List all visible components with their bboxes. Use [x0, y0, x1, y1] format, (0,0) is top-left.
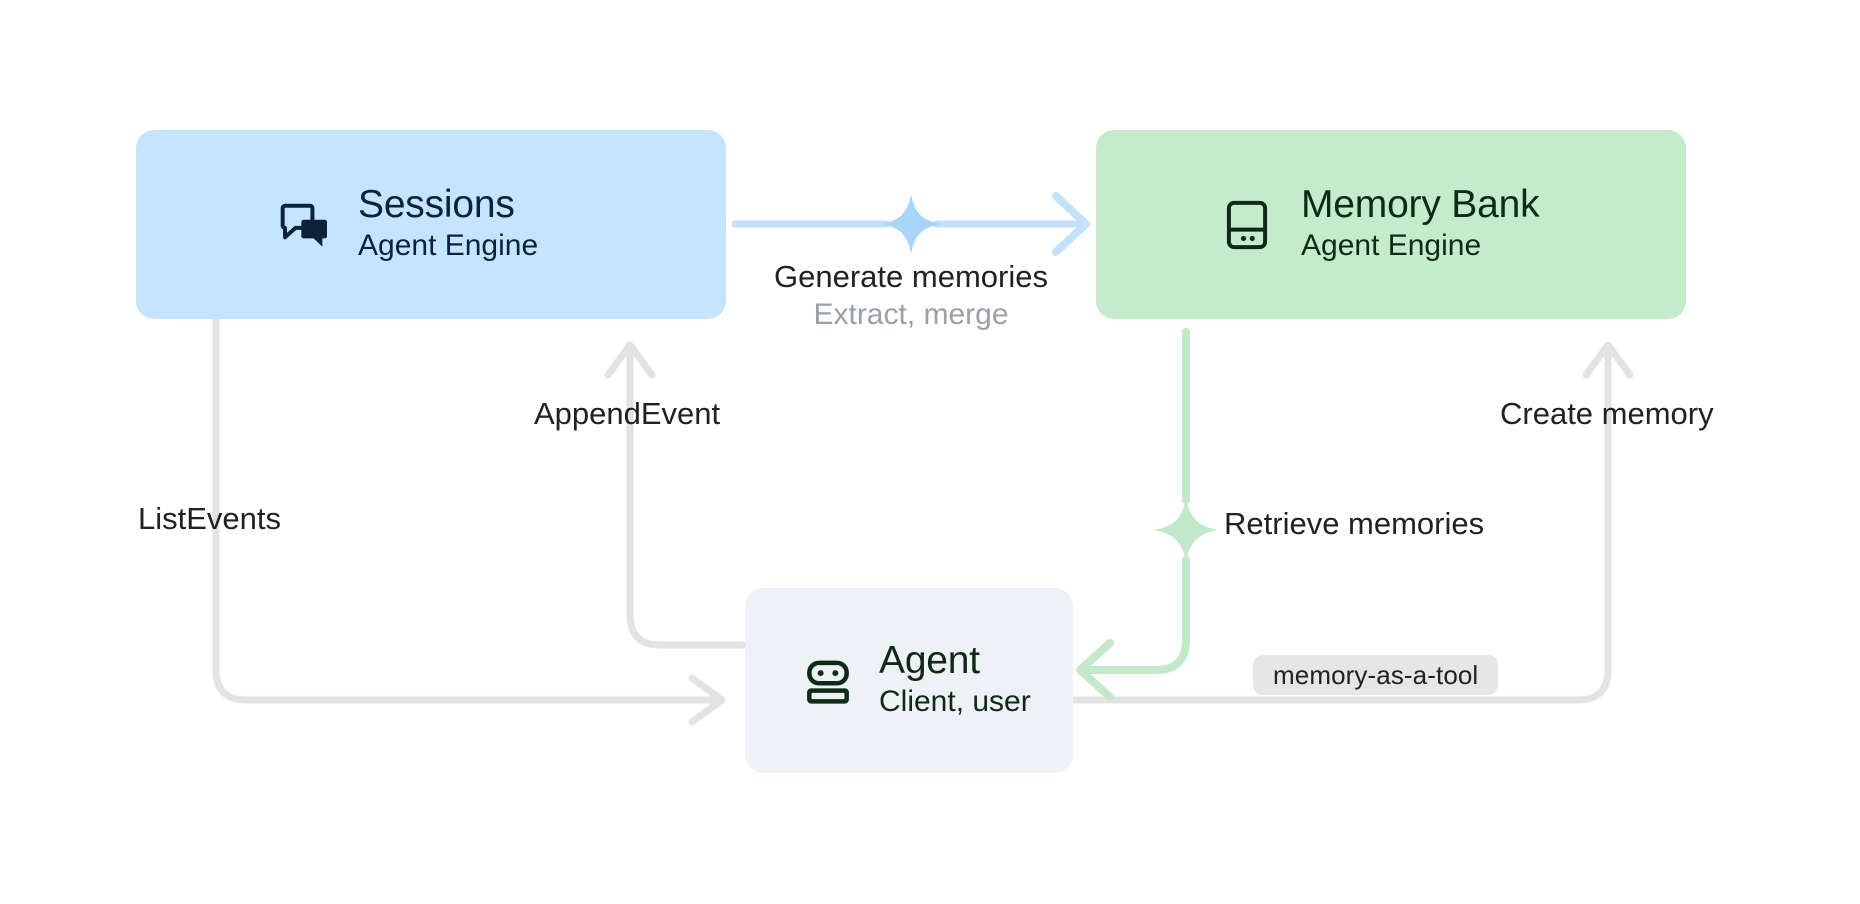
edge-create-memory-arrowhead: [1582, 341, 1634, 379]
node-sessions-title: Sessions: [358, 182, 515, 226]
edge-create-memory: [1069, 346, 1612, 704]
edge-label-append-event: AppendEvent: [534, 396, 721, 431]
node-agent-title: Agent: [879, 638, 980, 682]
badge-memory-as-a-tool: memory-as-a-tool: [1253, 655, 1499, 695]
node-memory-bank-title: Memory Bank: [1301, 182, 1540, 226]
node-sessions-text: Sessions Agent Engine: [358, 182, 539, 265]
node-agent-subtitle: Client, user: [879, 685, 1031, 719]
chat-bubbles-icon: [278, 197, 334, 253]
edge-sublabel-generate-memories: Extract, merge: [813, 298, 1009, 331]
edge-retrieve-memories-lower: [1081, 556, 1190, 674]
node-sessions[interactable]: Sessions Agent Engine: [136, 130, 726, 319]
edge-label-retrieve-memories: Retrieve memories: [1224, 506, 1485, 541]
edge-append-event: [626, 346, 749, 649]
database-icon: [1221, 197, 1273, 253]
edge-label-list-events: ListEvents: [138, 501, 282, 536]
node-agent-text: Agent Client, user: [879, 638, 1031, 721]
robot-icon: [803, 655, 853, 707]
edge-label-generate-memories: Generate memories: [774, 259, 1048, 294]
edge-retrieve-memories-arrowhead: [1076, 639, 1114, 701]
edge-list-events: [212, 316, 720, 704]
sparkle-icon-retrieve: [1154, 498, 1218, 562]
node-memory-bank[interactable]: Memory Bank Agent Engine: [1096, 130, 1686, 319]
edge-list-events-arrowhead: [688, 674, 726, 726]
node-memory-bank-subtitle: Agent Engine: [1301, 229, 1482, 263]
node-sessions-subtitle: Agent Engine: [358, 229, 539, 263]
node-agent[interactable]: Agent Client, user: [745, 588, 1073, 773]
sparkle-icon-generate: [881, 194, 941, 254]
node-memory-bank-text: Memory Bank Agent Engine: [1301, 182, 1540, 265]
edge-append-event-arrowhead: [604, 341, 656, 379]
edge-label-create-memory: Create memory: [1500, 396, 1714, 431]
edge-generate-memories-arrowhead: [1052, 192, 1090, 256]
